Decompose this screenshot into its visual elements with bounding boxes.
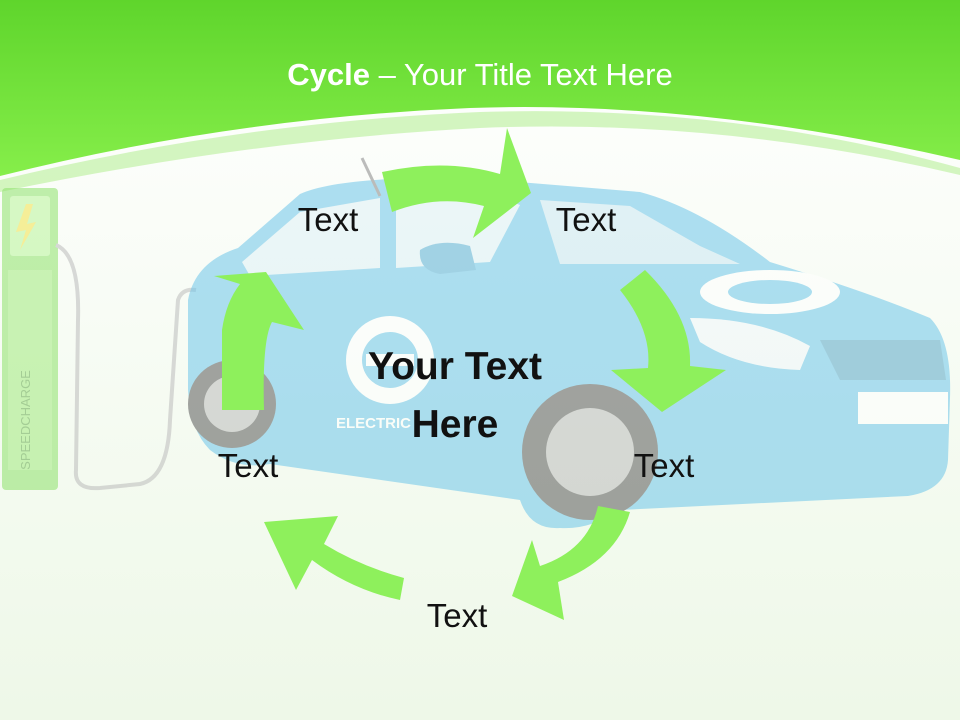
charger-label: SPEEDCHARGE [18,370,33,470]
cycle-arrow-top [382,128,531,238]
cycle-label-left: Text [217,447,279,484]
car-door-label: ELECTRIC [336,415,411,432]
cycle-label-top-left: Text [297,201,359,238]
cycle-arrow-right-lower [512,506,630,620]
cycle-arrow-bottom-left [264,516,404,600]
cycle-arrows [214,128,726,620]
cycle-arrow-right-upper [611,270,726,412]
header-band [0,0,960,176]
title-separator: – [370,57,404,92]
title-rest: Your Title Text Here [403,57,673,92]
cycle-label-top-right: Text [555,201,617,238]
cycle-arrow-left [214,272,304,410]
center-text-line-2: Here [411,403,499,446]
header-swoosh [0,111,960,192]
title-bold: Cycle [287,57,370,92]
center-text-line-1: Your Text [367,345,543,388]
center-text: Your Text Here [330,338,580,454]
cycle-label-bottom: Text [426,597,488,634]
charging-station-illustration: SPEEDCHARGE [2,188,197,491]
cycle-label-right: Text [633,447,695,484]
slide-title: Cycle – Your Title Text Here [0,52,960,98]
